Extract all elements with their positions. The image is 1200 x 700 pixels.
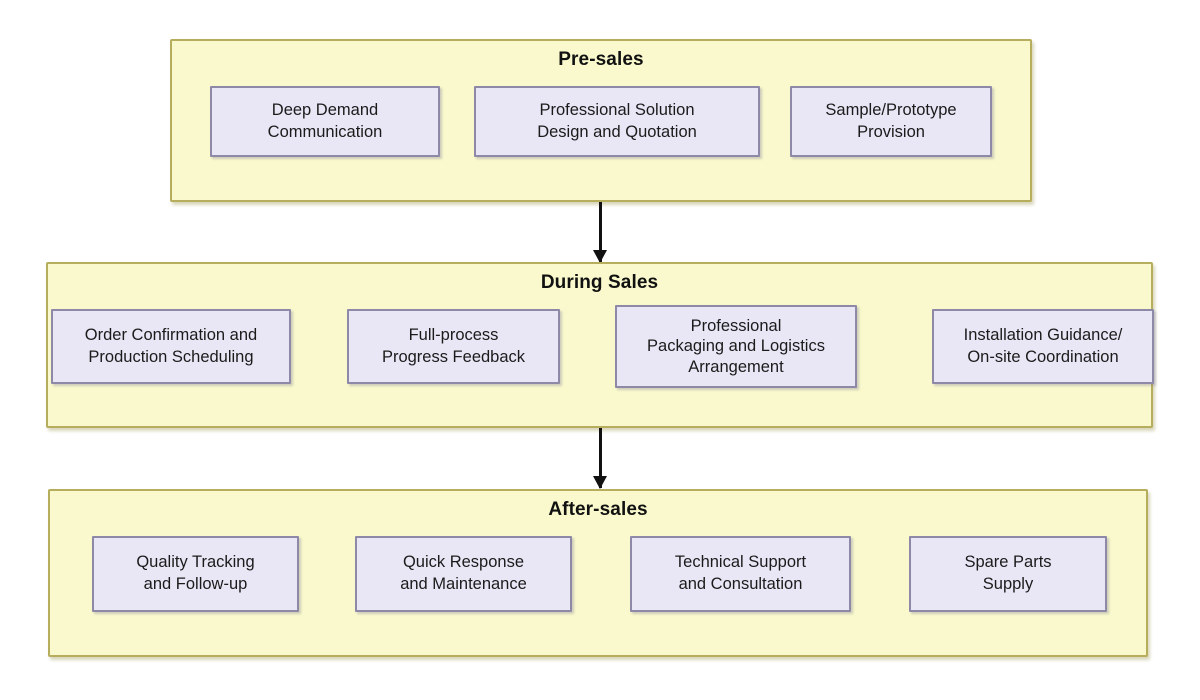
arrowhead-down-icon bbox=[593, 476, 608, 489]
service-node-progress-feedback: Full-process Progress Feedback bbox=[347, 309, 560, 384]
service-node-installation-guidance: Installation Guidance/ On-site Coordinat… bbox=[932, 309, 1154, 384]
service-node-order-confirmation-scheduling: Order Confirmation and Production Schedu… bbox=[51, 309, 291, 384]
service-node-solution-design-quotation: Professional Solution Design and Quotati… bbox=[474, 86, 760, 157]
arrowhead-down-icon bbox=[593, 250, 608, 263]
phase-panel-during-sales: During Sales Order Confirmation and Prod… bbox=[46, 262, 1154, 428]
phase-title-during-sales: During Sales bbox=[540, 272, 659, 293]
service-node-quality-tracking: Quality Tracking and Follow-up bbox=[92, 536, 299, 612]
phase-title-pre-sales: Pre-sales bbox=[558, 49, 644, 70]
service-node-deep-demand-communication: Deep Demand Communication bbox=[210, 86, 440, 157]
flow-arrow-presales-to-duringsales bbox=[593, 202, 608, 263]
phase-panel-pre-sales: Pre-sales Deep Demand Communication Prof… bbox=[170, 39, 1032, 202]
service-node-technical-support: Technical Support and Consultation bbox=[630, 536, 851, 612]
phase-title-after-sales: After-sales bbox=[548, 499, 648, 520]
service-node-quick-response-maintenance: Quick Response and Maintenance bbox=[355, 536, 572, 612]
service-node-spare-parts-supply: Spare Parts Supply bbox=[909, 536, 1107, 612]
flow-arrow-duringsales-to-aftersales bbox=[593, 428, 608, 489]
service-node-sample-prototype-provision: Sample/Prototype Provision bbox=[790, 86, 992, 157]
phase-panel-after-sales: After-sales Quality Tracking and Follow-… bbox=[48, 489, 1148, 657]
service-node-packaging-logistics: Professional Packaging and Logistics Arr… bbox=[615, 305, 857, 388]
